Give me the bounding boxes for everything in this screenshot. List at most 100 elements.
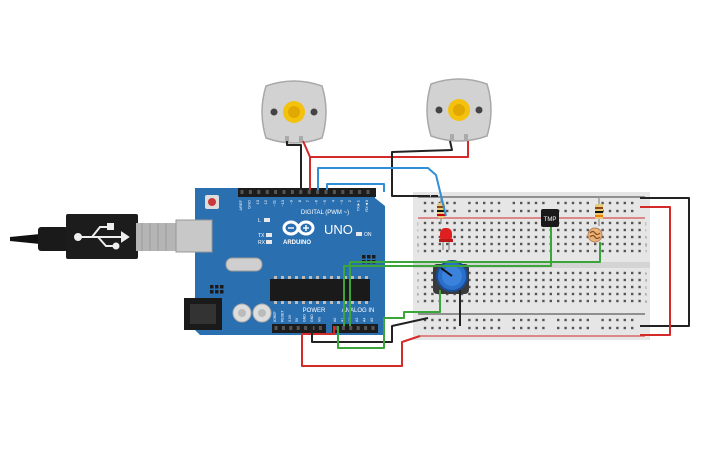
dc-motor-right[interactable] xyxy=(426,78,492,142)
terminal-hole[interactable] xyxy=(475,285,478,289)
terminal-hole[interactable] xyxy=(608,228,612,232)
terminal-hole[interactable] xyxy=(483,235,486,239)
terminal-hole[interactable] xyxy=(623,292,626,296)
rail-hole[interactable] xyxy=(623,326,626,330)
terminal-hole[interactable] xyxy=(549,278,552,282)
terminal-hole[interactable] xyxy=(512,249,515,253)
rail-hole[interactable] xyxy=(512,201,515,205)
terminal-hole[interactable] xyxy=(468,242,471,246)
rail-hole[interactable] xyxy=(542,318,545,322)
rail-hole[interactable] xyxy=(631,201,634,205)
terminal-hole[interactable] xyxy=(520,235,523,239)
rail-hole[interactable] xyxy=(431,326,434,330)
rail-hole[interactable] xyxy=(527,318,530,322)
terminal-hole[interactable] xyxy=(497,235,501,239)
terminal-hole[interactable] xyxy=(623,278,626,282)
terminal-hole[interactable] xyxy=(557,285,560,289)
terminal-hole[interactable] xyxy=(438,249,441,253)
terminal-hole[interactable] xyxy=(601,249,604,253)
terminal-hole[interactable] xyxy=(490,228,493,232)
terminal-hole[interactable] xyxy=(586,285,589,289)
terminal-hole[interactable] xyxy=(505,242,508,246)
terminal-hole[interactable] xyxy=(475,242,478,246)
terminal-hole[interactable] xyxy=(594,221,597,225)
digital-pin-hole[interactable] xyxy=(274,190,278,194)
terminal-hole[interactable] xyxy=(564,292,567,296)
terminal-hole[interactable] xyxy=(512,271,515,275)
rail-hole[interactable] xyxy=(557,201,560,205)
digital-pin-hole[interactable] xyxy=(324,190,328,194)
resistor-ldr[interactable] xyxy=(595,197,603,226)
terminal-hole[interactable] xyxy=(483,221,486,225)
terminal-hole[interactable] xyxy=(483,278,486,282)
rail-hole[interactable] xyxy=(468,318,471,322)
terminal-hole[interactable] xyxy=(512,292,515,296)
rail-hole[interactable] xyxy=(520,318,523,322)
terminal-hole[interactable] xyxy=(608,242,612,246)
terminal-hole[interactable] xyxy=(571,299,575,303)
terminal-hole[interactable] xyxy=(534,221,538,225)
terminal-hole[interactable] xyxy=(571,235,575,239)
terminal-hole[interactable] xyxy=(616,235,619,239)
terminal-hole[interactable] xyxy=(631,278,634,282)
terminal-hole[interactable] xyxy=(594,285,597,289)
terminal-hole[interactable] xyxy=(460,221,464,225)
power-pin-hole[interactable] xyxy=(281,326,285,330)
terminal-hole[interactable] xyxy=(468,271,471,275)
terminal-hole[interactable] xyxy=(579,249,582,253)
terminal-hole[interactable] xyxy=(475,292,478,296)
terminal-hole[interactable] xyxy=(497,242,501,246)
rail-hole[interactable] xyxy=(423,318,427,322)
terminal-hole[interactable] xyxy=(638,249,641,253)
rail-hole[interactable] xyxy=(475,326,478,330)
analog-pin-hole[interactable] xyxy=(334,326,338,330)
terminal-hole[interactable] xyxy=(601,221,604,225)
terminal-hole[interactable] xyxy=(505,235,508,239)
rail-hole[interactable] xyxy=(468,209,471,213)
digital-pin-hole[interactable] xyxy=(358,190,362,194)
rail-hole[interactable] xyxy=(423,209,427,213)
terminal-hole[interactable] xyxy=(631,235,634,239)
rail-hole[interactable] xyxy=(601,326,604,330)
terminal-hole[interactable] xyxy=(542,235,545,239)
rail-hole[interactable] xyxy=(564,209,567,213)
terminal-hole[interactable] xyxy=(564,242,567,246)
terminal-hole[interactable] xyxy=(638,299,641,303)
terminal-hole[interactable] xyxy=(431,292,434,296)
terminal-hole[interactable] xyxy=(542,271,545,275)
terminal-hole[interactable] xyxy=(616,285,619,289)
terminal-hole[interactable] xyxy=(608,235,612,239)
terminal-hole[interactable] xyxy=(571,228,575,232)
terminal-hole[interactable] xyxy=(453,221,456,225)
terminal-hole[interactable] xyxy=(549,292,552,296)
rail-hole[interactable] xyxy=(453,318,456,322)
terminal-hole[interactable] xyxy=(505,271,508,275)
terminal-hole[interactable] xyxy=(586,271,589,275)
wire-motor-right-red[interactable] xyxy=(310,141,469,158)
terminal-hole[interactable] xyxy=(497,271,501,275)
terminal-hole[interactable] xyxy=(594,249,597,253)
terminal-hole[interactable] xyxy=(542,278,545,282)
terminal-hole[interactable] xyxy=(608,285,612,289)
terminal-hole[interactable] xyxy=(460,299,464,303)
terminal-hole[interactable] xyxy=(601,292,604,296)
terminal-hole[interactable] xyxy=(638,221,641,225)
rail-hole[interactable] xyxy=(608,326,612,330)
terminal-hole[interactable] xyxy=(490,271,493,275)
terminal-hole[interactable] xyxy=(446,242,449,246)
wire-green-ldr[interactable] xyxy=(349,242,601,326)
rail-hole[interactable] xyxy=(431,201,434,205)
terminal-hole[interactable] xyxy=(586,221,589,225)
terminal-hole[interactable] xyxy=(631,228,634,232)
rail-hole[interactable] xyxy=(520,201,523,205)
terminal-hole[interactable] xyxy=(423,271,427,275)
terminal-hole[interactable] xyxy=(564,271,567,275)
analog-pin-hole[interactable] xyxy=(341,326,345,330)
terminal-hole[interactable] xyxy=(638,285,641,289)
terminal-hole[interactable] xyxy=(557,292,560,296)
rail-hole[interactable] xyxy=(453,326,456,330)
digital-pin-hole[interactable] xyxy=(307,190,311,194)
rail-hole[interactable] xyxy=(616,201,619,205)
terminal-hole[interactable] xyxy=(490,242,493,246)
rail-hole[interactable] xyxy=(608,201,612,205)
